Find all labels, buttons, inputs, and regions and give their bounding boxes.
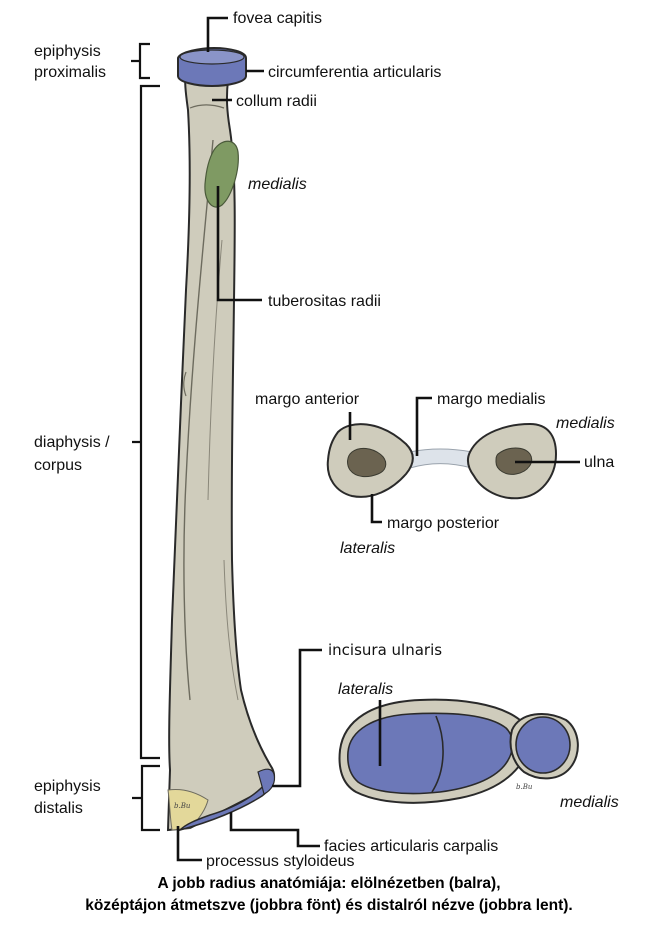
leader-lines	[176, 16, 580, 862]
radius-medullary-cavity	[347, 447, 387, 478]
label-medialis-cross: medialis	[556, 415, 615, 432]
label-processus-styloideus: processus styloideus	[206, 853, 355, 870]
fovea-capitis-shape	[179, 49, 245, 65]
label-incisura-ulnaris: incisura ulnaris	[328, 641, 442, 659]
label-ulna: ulna	[584, 454, 614, 471]
label-epiphysis-proximalis-1: epiphysis	[34, 43, 101, 60]
label-lateralis-cross: lateralis	[340, 540, 395, 557]
facies-articularis-carpalis-distal	[347, 712, 514, 795]
label-facies-articularis-carpalis: facies articularis carpalis	[324, 838, 498, 855]
ridge-between-facets	[431, 715, 444, 793]
label-margo-medialis: margo medialis	[437, 391, 545, 408]
caption-line-1: A jobb radius anatómiája: elölnézetben (…	[157, 875, 501, 892]
radius-anterior-view: b.Bu	[166, 46, 276, 832]
label-margo-anterior: margo anterior	[255, 391, 360, 408]
label-diaphysis-2: corpus	[34, 457, 82, 474]
label-epiphysis-distalis-2: distalis	[34, 800, 83, 817]
ulna-medullary-cavity	[495, 447, 533, 475]
label-collum-radii: collum radii	[236, 93, 317, 110]
bracket-epiphysis-proximalis	[131, 42, 150, 80]
distal-view: b.Bu	[338, 698, 579, 804]
tuberositas-radii-shape	[204, 140, 239, 208]
label-lateralis-distal: lateralis	[338, 681, 393, 698]
brackets	[131, 42, 160, 832]
label-fovea-capitis: fovea capitis	[233, 10, 322, 27]
label-tuberositas-radii: tuberositas radii	[268, 293, 381, 310]
label-margo-posterior: margo posterior	[387, 515, 500, 532]
label-epiphysis-distalis-1: epiphysis	[34, 778, 101, 795]
svg-text:b.Bu: b.Bu	[516, 783, 533, 791]
label-circumferentia-articularis: circumferentia articularis	[268, 64, 441, 81]
caption-line-2: középtájon átmetszve (jobbra fönt) és di…	[85, 897, 573, 914]
label-medialis-distal: medialis	[560, 794, 619, 811]
bracket-diaphysis	[132, 84, 160, 760]
bracket-epiphysis-distalis	[132, 764, 160, 832]
cross-section-view	[326, 422, 558, 500]
processus-styloideus-shape	[167, 789, 209, 831]
label-medialis-top: medialis	[248, 176, 307, 193]
label-diaphysis-1: diaphysis /	[34, 434, 110, 451]
label-epiphysis-proximalis-2: proximalis	[34, 64, 106, 81]
interosseous-membrane	[409, 448, 473, 469]
text-labels: fovea capitis epiphysis proximalis circu…	[34, 10, 619, 870]
ulna-articular-surface	[515, 716, 571, 774]
svg-text:b.Bu: b.Bu	[174, 802, 191, 810]
